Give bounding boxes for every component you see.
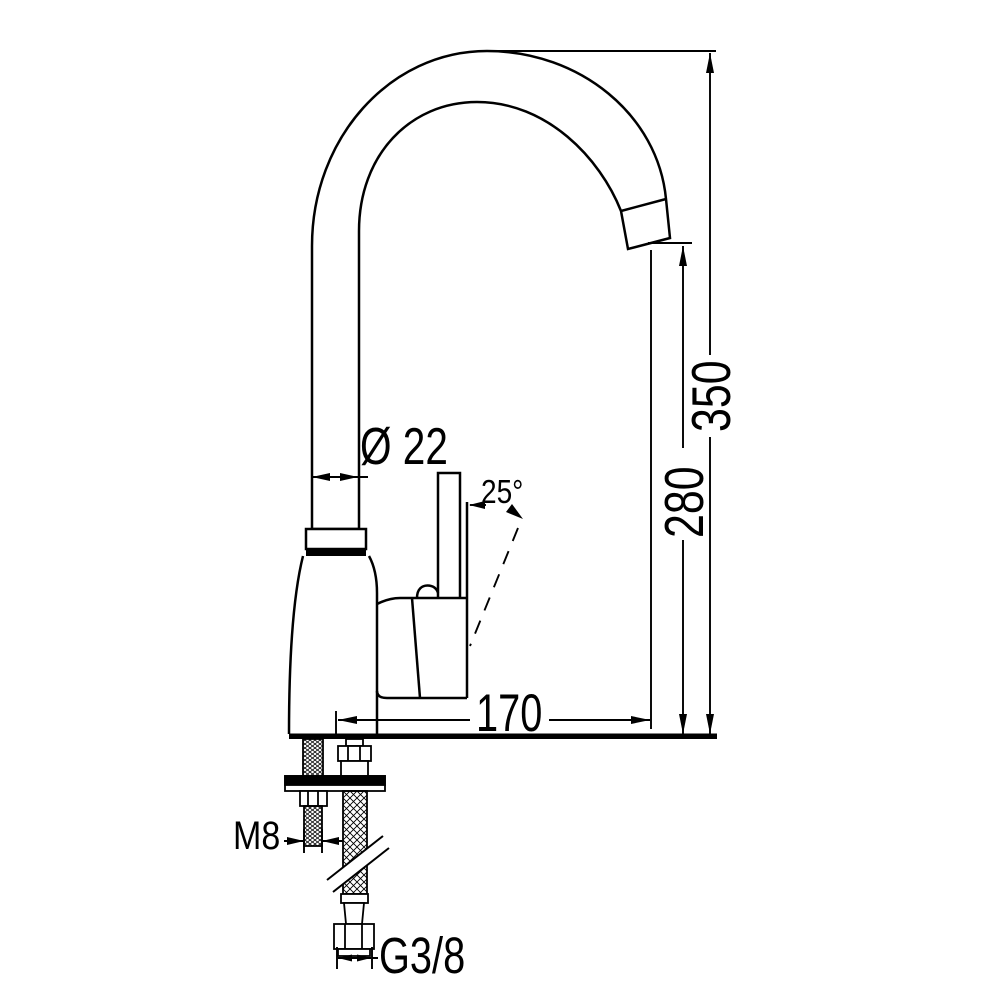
arrow-g38-right bbox=[357, 954, 371, 962]
threaded-stud-lower bbox=[303, 805, 323, 847]
dimension-lines bbox=[284, 50, 716, 969]
arrow-280-down bbox=[679, 714, 687, 734]
spout-collar-band bbox=[306, 549, 366, 556]
arrow-dia22-left bbox=[312, 473, 330, 481]
label-stud-thread: M8 bbox=[233, 812, 280, 857]
hose-break-gap bbox=[327, 836, 389, 892]
label-spout-reach: 170 bbox=[476, 683, 542, 742]
handle-base-left-edge bbox=[410, 597, 422, 699]
gooseneck-spout bbox=[310, 49, 672, 531]
handle-pivot-dome bbox=[415, 584, 440, 599]
spout-collar bbox=[304, 527, 368, 551]
stud-nut-facets bbox=[307, 791, 319, 806]
hose-end-taper bbox=[343, 902, 365, 925]
label-outlet-height: 280 bbox=[654, 466, 715, 538]
arrow-angle-swing bbox=[506, 504, 523, 519]
arrow-350-up bbox=[706, 53, 714, 73]
body-right-edge bbox=[367, 555, 379, 734]
hose-neck bbox=[345, 738, 364, 747]
hose-top-hex-facets bbox=[347, 746, 361, 761]
body-left-edge bbox=[287, 555, 305, 735]
arrow-350-down bbox=[706, 714, 714, 734]
arrow-m8-right bbox=[322, 837, 339, 845]
label-spout-diameter: Ø 22 bbox=[360, 417, 448, 475]
under-deck-parts bbox=[284, 738, 390, 957]
arrow-dia22-right bbox=[340, 473, 358, 481]
arrow-m8-left bbox=[287, 837, 304, 845]
arrow-170-right bbox=[631, 716, 650, 724]
hose-end-hex bbox=[333, 923, 375, 950]
hose-end-hex-facets bbox=[344, 924, 363, 949]
body-handle-connector bbox=[376, 596, 412, 606]
dim-angle-dashed-axis bbox=[469, 527, 519, 647]
hose-top-hex bbox=[337, 745, 372, 762]
deck-line bbox=[289, 733, 717, 739]
arrow-170-left bbox=[338, 716, 357, 724]
stud-nut bbox=[299, 790, 328, 807]
mounting-plate-top bbox=[284, 775, 386, 786]
dimension-arrowheads bbox=[287, 53, 714, 962]
hose-ferrule bbox=[340, 893, 369, 904]
hose-break-lines bbox=[326, 835, 390, 893]
arrow-g38-left bbox=[338, 954, 352, 962]
hose-top-cylinder bbox=[340, 760, 369, 778]
threaded-stud-upper bbox=[302, 738, 324, 778]
faucet-outline bbox=[287, 49, 672, 735]
handle-lever bbox=[436, 471, 462, 597]
label-overall-height: 350 bbox=[681, 360, 742, 432]
arrow-angle-left bbox=[469, 501, 485, 509]
hose-end-cap bbox=[337, 948, 371, 957]
label-handle-angle: 25° bbox=[481, 474, 523, 511]
arrow-280-up bbox=[679, 246, 687, 266]
label-hose-thread: G3/8 bbox=[379, 927, 465, 984]
dimension-labels: Ø 22 25° 170 280 350 M8 G3/8 bbox=[233, 360, 742, 984]
body-base-shelf bbox=[375, 690, 467, 700]
spout-aerator-line bbox=[620, 197, 667, 213]
